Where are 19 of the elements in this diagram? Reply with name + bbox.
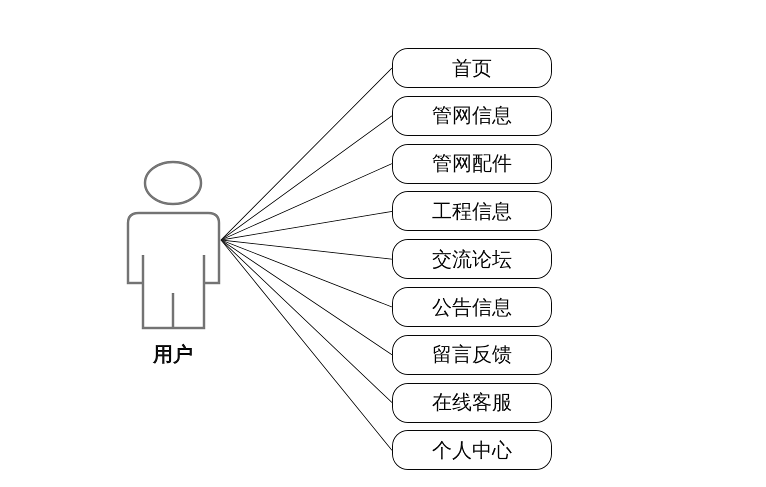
- use-case-box: 交流论坛: [392, 239, 552, 280]
- use-case-box: 管网信息: [392, 96, 552, 136]
- use-case-box: 首页: [392, 48, 552, 88]
- use-case-box: 个人中心: [392, 430, 552, 470]
- connector-line: [220, 240, 392, 260]
- use-case-box: 工程信息: [392, 191, 552, 232]
- connector-line: [220, 240, 392, 308]
- use-case-box: 在线客服: [392, 382, 552, 423]
- use-case-box: 管网配件: [392, 144, 552, 184]
- use-case-box: 公告信息: [392, 287, 552, 327]
- connector-line: [220, 240, 392, 356]
- connector-line: [220, 68, 392, 240]
- actor-label: 用户: [152, 341, 194, 368]
- connector-line: [220, 240, 392, 404]
- connector-line: [220, 115, 392, 240]
- connector-line: [220, 163, 392, 240]
- connector-line: [220, 210, 392, 240]
- use-case-box: 留言反馈: [392, 334, 552, 375]
- connector-line: [220, 240, 392, 451]
